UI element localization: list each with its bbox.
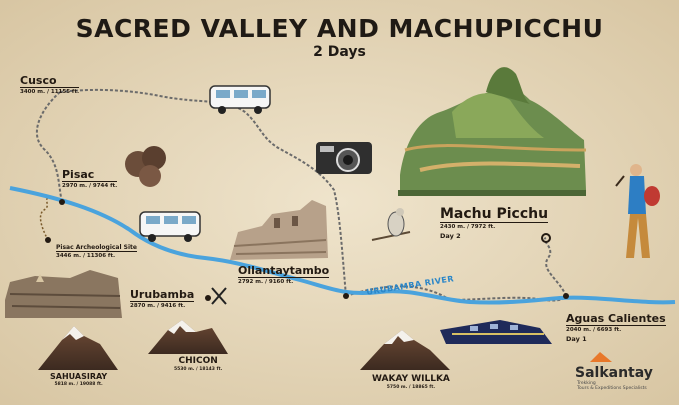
map-subtitle: 2 Days (313, 44, 366, 60)
sahuasiray-mountain (38, 326, 118, 370)
node-urubamba (205, 295, 211, 301)
place-altitude: 2970 m. / 9744 ft. (62, 181, 118, 189)
mountain-name: WAKAY WILLKA (372, 374, 450, 384)
map-title: SACRED VALLEY AND MACHUPICCHU (75, 14, 604, 43)
node-pisac (59, 199, 65, 205)
brand-name: Salkantay (575, 365, 653, 381)
node-pisac-site (45, 237, 51, 243)
place-machu-picchu: Machu Picchu 2430 m. / 7972 ft. Day 2 (440, 206, 549, 240)
node-ollantaytambo (343, 293, 349, 299)
mountain-chicon: CHICON 5530 m. / 18143 ft. (174, 356, 222, 372)
train-icon (440, 320, 552, 344)
place-ollantaytambo: Ollantaytambo 2792 m. / 9160 ft. (238, 264, 330, 285)
day-label: Day 1 (566, 335, 587, 343)
mountain-name: SAHUASIRAY (50, 372, 108, 381)
place-altitude: 2430 m. / 7972 ft. (440, 222, 549, 230)
route-path (59, 88, 347, 297)
place-urubamba: Urubamba 2870 m. / 9416 ft. (130, 288, 195, 309)
mountain-wakay-willka: WAKAY WILLKA 5750 m. / 18865 ft. (372, 374, 450, 390)
place-name: Cusco (20, 74, 57, 87)
node-machu-picchu (541, 233, 551, 243)
bird-icon (371, 208, 411, 241)
place-altitude: 3446 m. / 11306 ft. (56, 251, 137, 259)
place-name: Pisac (62, 168, 95, 181)
van-icon (139, 211, 201, 242)
wakay-willka-mountain (360, 330, 450, 370)
camera-icon (316, 142, 372, 174)
mountain-sahuasiray: SAHUASIRAY 5818 m. / 19088 ft. (50, 372, 107, 387)
utensils-icon (211, 287, 227, 305)
mountain-altitude: 5750 m. / 18865 ft. (386, 385, 436, 390)
van-icon (209, 85, 271, 114)
urubamba-river (9, 186, 676, 305)
mountain-altitude: 5818 m. / 19088 ft. (54, 382, 103, 387)
brand-tagline: Trekking (577, 381, 596, 386)
brand-logo-mark (590, 352, 612, 362)
place-name: Ollantaytambo (238, 264, 330, 277)
chicon-mountain (148, 320, 228, 354)
route-path (39, 195, 51, 241)
place-name: Machu Picchu (440, 206, 549, 222)
place-altitude: 3400 m. / 11155 ft. (20, 87, 80, 95)
route-path (35, 91, 63, 203)
place-name: Urubamba (130, 288, 195, 301)
place-altitude: 2792 m. / 9160 ft. (238, 277, 330, 285)
brand-tagline-2: Tours & Expeditions Specialists (577, 386, 647, 391)
mountain-name: CHICON (178, 356, 218, 366)
place-altitude: 2040 m. / 6693 ft. (566, 325, 666, 333)
brand-logo: Salkantay Trekking Tours & Expeditions S… (575, 365, 653, 391)
place-name: Aguas Calientes (566, 312, 666, 325)
place-name: Pisac Archeological Site (56, 244, 137, 251)
place-cusco: Cusco 3400 m. / 11155 ft. (20, 74, 80, 95)
mushroom-icon (125, 146, 166, 187)
place-pisac: Pisac 2970 m. / 9744 ft. (62, 168, 118, 189)
machu-picchu-illustration (398, 67, 587, 196)
day-label: Day 2 (440, 232, 461, 240)
pisac-ruins-illustration (5, 270, 122, 318)
place-altitude: 2870 m. / 9416 ft. (130, 301, 195, 309)
node-aguas-calientes (563, 293, 569, 299)
ollantaytambo-illustration (230, 200, 328, 260)
place-pisac-site: Pisac Archeological Site 3446 m. / 11306… (56, 244, 137, 259)
mountain-altitude: 5530 m. / 18143 ft. (174, 367, 223, 372)
hiker-icon (615, 164, 660, 258)
place-aguas-calientes: Aguas Calientes 2040 m. / 6693 ft. Day 1 (566, 312, 666, 343)
